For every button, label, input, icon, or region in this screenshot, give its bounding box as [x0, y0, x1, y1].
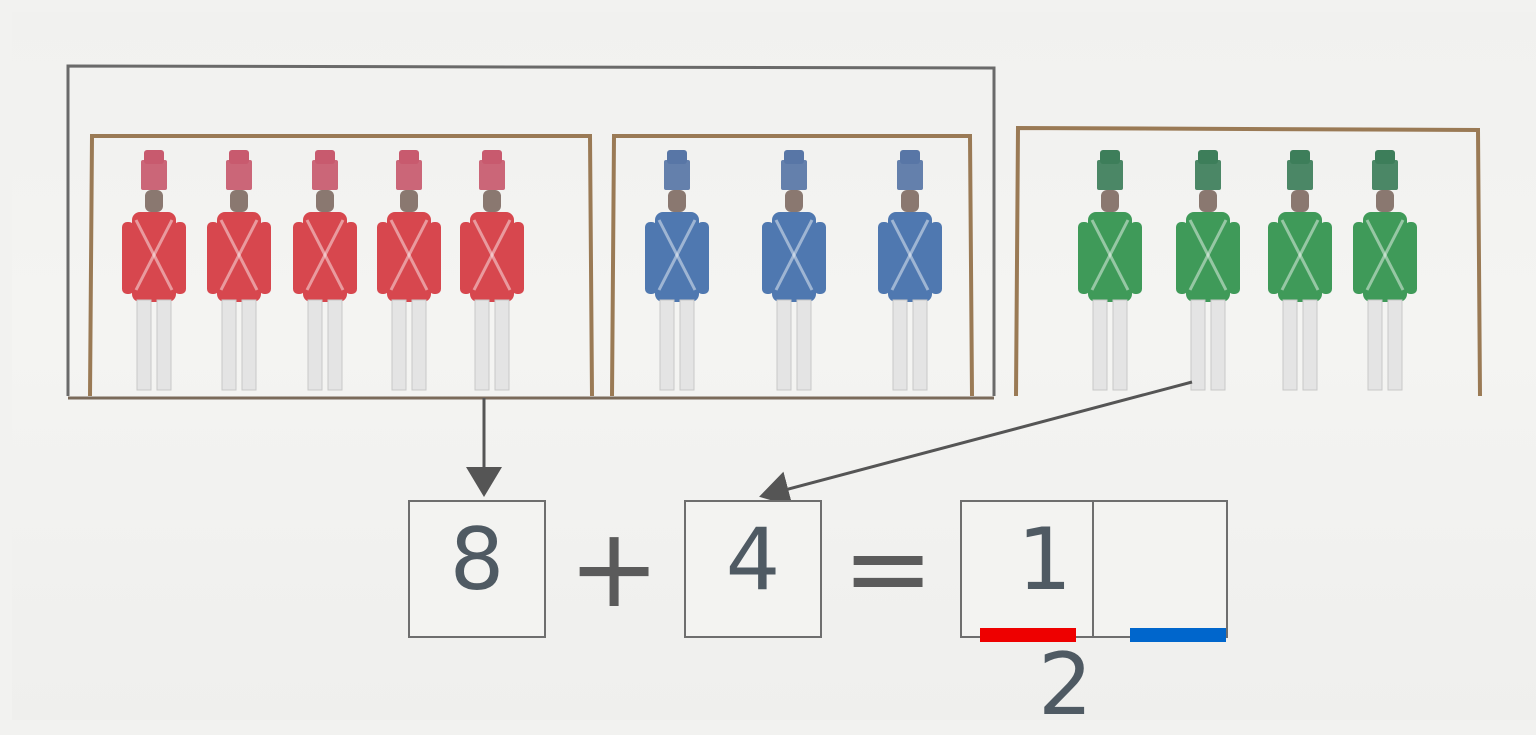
tens-underline-mark [980, 628, 1076, 642]
soldier-diagram [66, 64, 1482, 507]
soldier-red-2 [207, 150, 271, 391]
ones-underline-mark [1130, 628, 1226, 642]
soldier-green-3 [1268, 150, 1332, 391]
addend-1-value: 8 [449, 510, 505, 610]
addend-2-box: 4 [684, 500, 822, 638]
soldier-blue-1 [645, 150, 709, 391]
soldier-blue-2 [762, 150, 826, 391]
soldier-red-1 [122, 150, 186, 391]
answer-below-digit: 2 [1038, 635, 1093, 735]
soldier-green-1 [1078, 150, 1142, 391]
equals-sign: = [842, 504, 935, 632]
soldier-blue-3 [878, 150, 942, 391]
addend-1-box: 8 [408, 500, 546, 638]
worksheet-canvas: 8 + 4 = 1 2 [12, 12, 1536, 730]
blue-group-frame [610, 134, 974, 397]
addend-2-value: 4 [725, 510, 781, 610]
soldier-red-3 [293, 150, 357, 391]
soldier-red-5 [460, 150, 524, 391]
red-group-frame [88, 134, 594, 397]
soldier-green-2 [1176, 150, 1240, 391]
sum-tens-digit: 1 [1017, 510, 1072, 610]
sum-tens-box: 1 [960, 500, 1094, 638]
soldier-green-4 [1353, 150, 1417, 391]
arrow-to-addend-2 [759, 380, 1193, 507]
green-group-frame [1014, 125, 1482, 397]
plus-sign: + [568, 504, 661, 632]
sum-ones-box [1092, 500, 1228, 638]
soldier-red-4 [377, 150, 441, 391]
outer-group-bracket [66, 64, 996, 396]
